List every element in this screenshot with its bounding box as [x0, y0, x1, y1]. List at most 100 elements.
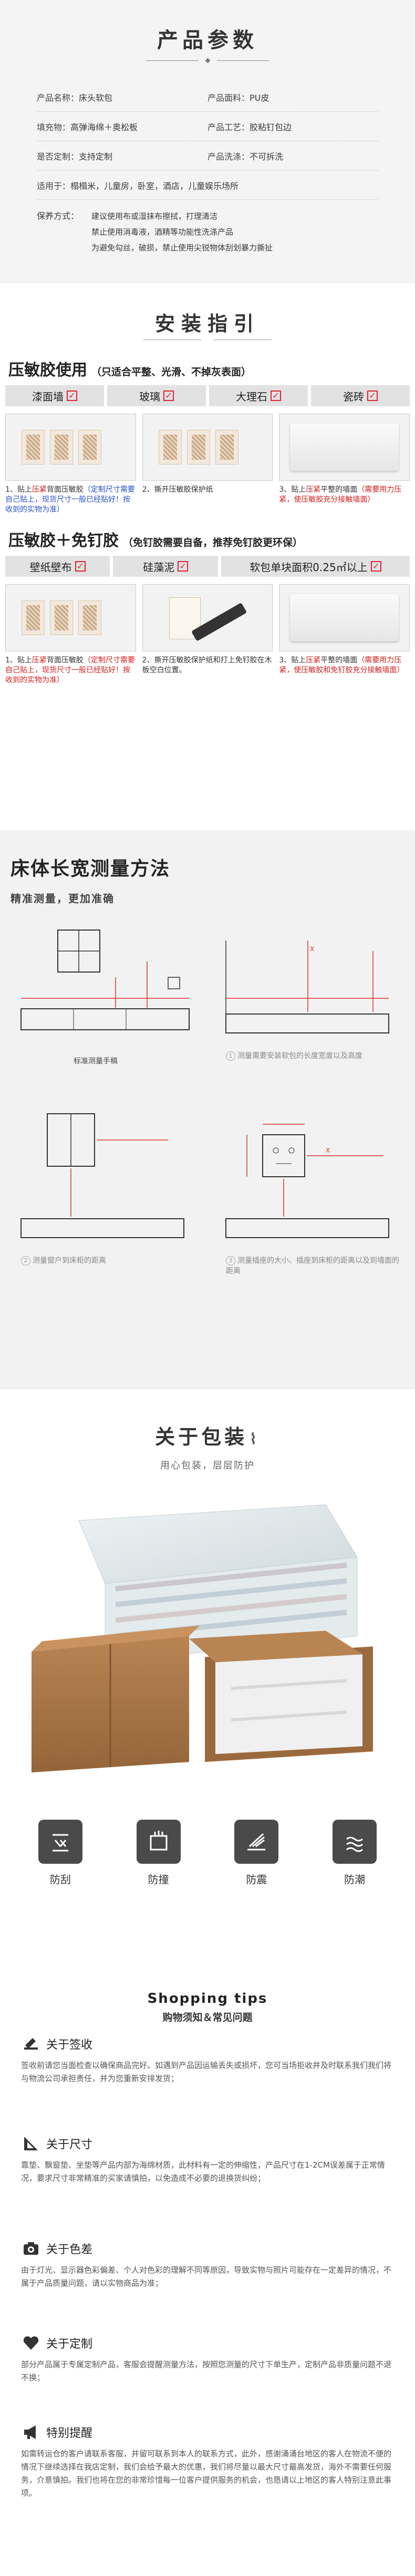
tip-text: 部分产品属于专属定制产品，客服会提醒测量方法，按照您测量的尺寸下单生产，定制产品… — [21, 2360, 392, 2382]
feature-label: 防刮 — [50, 1873, 71, 1886]
install-step: 3、贴上压紧平整的墙面（需要用力压紧，使压敏胶和免钉胶充分接触墙面） — [279, 584, 410, 685]
check-icon: ✓ — [271, 390, 281, 401]
install-header: 安装指引 — [0, 283, 415, 352]
tip-item: 特别提醒 如需转运仓的客户请联系客服，并留可联系到本人的联系方式，此外，感谢涌涌… — [21, 2422, 394, 2500]
param-value: 高弹海绵＋奥松板 — [70, 122, 138, 132]
feature-scratch-proof: 防刮 — [21, 1820, 100, 1886]
paperclip-icon: ⌇ — [250, 1430, 260, 1448]
param-label: 产品工艺： — [208, 122, 250, 132]
install-step: 2、撕开压敏胶保护纸和打上免钉胶在木板空白位置。 — [142, 584, 273, 685]
param-label: 是否定制： — [37, 151, 79, 162]
step-number-icon: 2 — [21, 1256, 30, 1265]
surface-item: 大理石✓ — [209, 385, 308, 406]
care-label: 保养方式： — [37, 211, 79, 221]
care-line: 为避免勾丝，破损，禁止使用尖锐物体刮划暴力撕扯 — [91, 243, 273, 252]
surface-item: 壁纸壁布✓ — [5, 556, 110, 577]
param-value: PU皮 — [250, 92, 269, 103]
svg-text:X: X — [310, 945, 314, 953]
step-photo — [279, 584, 410, 651]
bed-sketch-diagram — [11, 920, 205, 1051]
param-label: 产品名称： — [37, 92, 79, 103]
scratch-proof-icon — [38, 1820, 82, 1864]
tip-title: 特别提醒 — [46, 2427, 93, 2440]
install-step: 2、撕开压敏胶保护纸 — [142, 414, 273, 515]
diamond-icon — [205, 58, 210, 64]
care-line: 建议使用布或湿抹布擦拭，打理清洁 — [91, 212, 218, 221]
svg-text:X: X — [326, 1147, 330, 1154]
measure-title: 床体长宽测量方法 — [11, 858, 171, 880]
window-distance-diagram — [11, 1103, 205, 1250]
check-icon: ✓ — [75, 561, 86, 572]
param-row: 是否定制：支持定制 产品洗涤：不可拆洗 — [37, 141, 378, 171]
length-width-diagram: X — [215, 920, 404, 1046]
moisture-proof-icon — [332, 1820, 377, 1864]
step-photo — [142, 584, 273, 651]
check-icon: ✓ — [67, 390, 77, 401]
measurement-section: 床体长宽测量方法 精准测量，更加准确 标准测量手稿 — [0, 830, 415, 1389]
step-caption: 1、贴上压紧背面压敏胶（定制尺寸需要自己贴上，现货尺寸一般已经贴好！按收到的实物… — [5, 485, 135, 514]
feature-shock-proof: 防震 — [217, 1820, 296, 1886]
param-label: 产品洗涤： — [208, 151, 250, 162]
socket-distance-diagram: X — [215, 1103, 404, 1250]
step-photo — [279, 414, 410, 481]
check-icon: ✓ — [178, 561, 189, 572]
step-caption: 3、贴上压紧平整的墙面（需要用力压紧，使压敏胶和免钉胶充分接触墙面） — [279, 656, 404, 674]
install-guide-section: 安装指引 压敏胶使用 （只适合平整、光滑、不掉灰表面） 漆面墙✓ 玻璃✓ 大理石… — [0, 283, 415, 830]
surface-list: 漆面墙✓ 玻璃✓ 大理石✓ 瓷砖✓ — [0, 385, 415, 406]
tip-text: 签收前请您当面检查以确保商品完好。如遇到产品因运输丢失或损坏，您可当场拒收并及时… — [21, 2061, 392, 2083]
packaging-features: 防刮 防撞 防震 防潮 — [21, 1820, 394, 1886]
tip-title: 关于定制 — [46, 2338, 93, 2351]
tips-title-cn: 购物须知＆常见问题 — [162, 2012, 253, 2023]
tip-text: 靠垫、飘窗垫、坐垫等产品内部为海绵材质，此材料有一定的伸缩性，产品尺寸在1-2C… — [21, 2160, 385, 2183]
param-label: 产品面料： — [208, 92, 250, 103]
surface-item: 瓷砖✓ — [311, 385, 410, 406]
check-icon: ✓ — [367, 390, 378, 401]
care-line: 禁止使用消毒液，酒精等功能性洗涤产品 — [91, 227, 234, 237]
step-number-icon: 1 — [226, 1051, 235, 1061]
block-title: 压敏胶使用 — [8, 361, 87, 379]
param-row: 适用于：榻榻米，儿童房，卧室，酒店，儿童娱乐场所 — [37, 171, 378, 200]
block-title: 压敏胶＋免钉胶 — [8, 532, 119, 550]
param-label: 填充物： — [37, 122, 71, 132]
install-step: 1、贴上压紧背面压敏胶（定制尺寸需要自己贴上，现货尺寸一般已经贴好！按收到的实物… — [5, 414, 136, 515]
impact-proof-icon — [136, 1820, 181, 1864]
tip-title: 关于签收 — [46, 2039, 93, 2052]
check-icon: ✓ — [370, 561, 381, 572]
surface-item: 漆面墙✓ — [5, 385, 104, 406]
shock-proof-icon — [234, 1820, 279, 1864]
check-icon: ✓ — [163, 390, 174, 401]
title-divider — [0, 58, 415, 64]
tips-title-en: Shopping tips — [147, 1991, 268, 2007]
params-table: 产品名称：床头软包 产品面料：PU皮 填充物：高弹海绵＋奥松板 产品工艺：胶粘钉… — [37, 82, 378, 256]
feature-label: 防震 — [246, 1873, 267, 1886]
param-value: 胶粘钉包边 — [250, 122, 292, 132]
diagram-caption: 标准测量手稿 — [74, 1057, 118, 1065]
step-photo — [5, 414, 136, 481]
shopping-tips-section: Shopping tips 购物须知＆常见问题 关于签收 签收前请您当面检查以确… — [0, 1981, 415, 2576]
feature-moisture-proof: 防潮 — [315, 1820, 394, 1886]
param-value: 不可拆洗 — [250, 151, 284, 162]
surface-item: 硅藻泥✓ — [113, 556, 218, 577]
feature-label: 防撞 — [148, 1873, 169, 1886]
surface-list: 壁纸壁布✓ 硅藻泥✓ 软包单块面积0.25㎡以上✓ — [0, 556, 415, 577]
step-photo — [142, 414, 273, 481]
install-steps: 1、贴上压紧背面压敏胶（定制尺寸需要自己贴上，现货尺寸一般已经贴好！按收到的实物… — [0, 414, 415, 515]
heart-icon — [21, 2333, 41, 2353]
packaging-section: 关于包装⌇ 用心包装，层层防护 — [0, 1389, 415, 1981]
step-photo — [5, 584, 136, 651]
tip-text: 由于灯光、显示器色彩偏差、个人对色彩的理解不同等原因，导致实物与照片可能存在一定… — [21, 2265, 392, 2288]
step-caption: 1、贴上压紧背面压敏胶（定制尺寸需要自己贴上，现货尺寸一般已经贴好！按收到的实物… — [5, 656, 135, 684]
tips-header: Shopping tips 购物须知＆常见问题 — [0, 1981, 415, 2024]
packaging-title: 关于包装⌇ — [155, 1425, 260, 1449]
feature-label: 防潮 — [344, 1873, 365, 1886]
param-row: 填充物：高弹海绵＋奥松板 产品工艺：胶粘钉包边 — [37, 112, 378, 141]
feature-impact-proof: 防撞 — [119, 1820, 198, 1886]
param-value: 榻榻米，儿童房，卧室，酒店，儿童娱乐场所 — [70, 181, 239, 191]
measure-subtitle: 精准测量，更加准确 — [11, 892, 115, 905]
camera-icon — [21, 2239, 41, 2258]
tip-title: 关于尺寸 — [46, 2138, 93, 2151]
ruler-icon — [21, 2134, 41, 2153]
